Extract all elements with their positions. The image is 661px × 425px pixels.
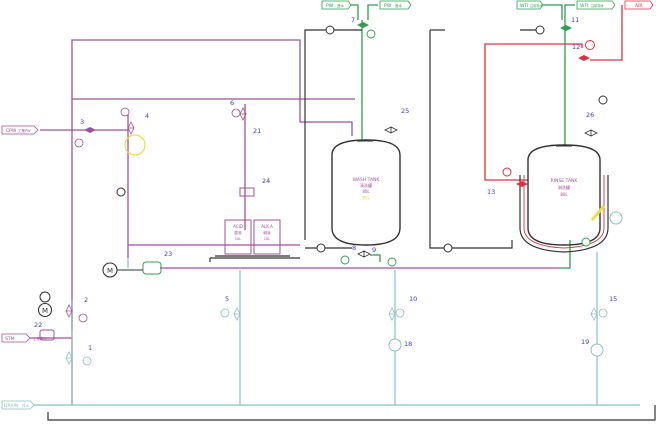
wash-tank-volume: 80L — [362, 189, 370, 194]
dark-piping — [47, 29, 656, 421]
wash-tank-name: WASH TANK — [353, 177, 381, 183]
tag-26: 26 — [586, 111, 594, 119]
steam-label: STM — [5, 336, 15, 342]
alkali-tank-volume: 10L — [264, 237, 271, 241]
tag-5: 5 — [225, 295, 229, 303]
wfi-inlet-1: WFI — [520, 3, 528, 9]
tag-2: 2 — [84, 296, 88, 304]
tag-22: 22 — [34, 321, 42, 329]
wash-tank-line4: 液位 — [362, 194, 370, 200]
tag-25: 25 — [401, 107, 409, 115]
tag-18: 18 — [404, 340, 412, 348]
tag-19: 19 — [581, 338, 589, 346]
air-inlet: AIR — [635, 3, 643, 9]
rinse-tank-volume: 80L — [560, 192, 568, 197]
motor-22 — [37, 302, 53, 318]
rinse-tank: RINSE TANK 淋洗罐 80L — [519, 144, 623, 253]
cpw-label: CPW — [6, 128, 17, 134]
tag-15: 15 — [609, 295, 617, 303]
tag-1: 1 — [88, 344, 92, 352]
acid-tank-volume: 10L — [235, 237, 242, 241]
wfi-inlet-2-sub: 注射用水 — [591, 3, 605, 8]
wash-tank-line2: 清洗罐 — [360, 182, 372, 188]
pw-inlet-2: PW — [384, 3, 392, 9]
tag-4: 4 — [145, 112, 149, 120]
tag-7: 7 — [351, 16, 355, 24]
rinse-tank-line2: 淋洗罐 — [558, 184, 570, 190]
acid-tank-name: ACID — [233, 224, 243, 229]
purple-piping — [30, 39, 560, 405]
motor-22-label: M — [42, 307, 48, 315]
tag-23: 23 — [164, 250, 172, 258]
pw-inlet-1: PW — [326, 3, 334, 9]
tag-13: 13 — [487, 188, 495, 196]
heat-exchanger — [124, 134, 146, 156]
tag-numbers: 1 2 3 4 5 6 7 8 9 10 11 12 13 15 18 19 2… — [34, 16, 617, 352]
motor-23-label: M — [107, 267, 113, 275]
wfi-inlet-2: WFI — [580, 3, 588, 9]
pw-inlet-2-sub: 進水 — [395, 3, 403, 8]
tag-10: 10 — [409, 295, 417, 303]
tag-6: 6 — [230, 99, 234, 107]
green-piping — [322, 4, 575, 269]
tag-21: 21 — [253, 127, 261, 135]
tag-3: 3 — [80, 118, 84, 126]
cpw-sub: 工業PW — [18, 128, 31, 133]
wash-tank: WASH TANK 清洗罐 80L 液位 — [331, 139, 401, 246]
inlet-tags: PW 進水 PW 進水 WFI 注射用水 WFI 注射用水 AIR CPW 工業… — [1, 0, 654, 410]
drain-label: DRAIN — [4, 403, 18, 409]
tag-12: 12 — [572, 43, 580, 51]
equipment: M M — [37, 22, 608, 366]
alkali-tank-name: ALK.A — [261, 224, 273, 229]
alkali-tank-line2: 碱液 — [263, 230, 271, 235]
tag-24: 24 — [262, 177, 270, 185]
tag-8: 8 — [352, 244, 356, 252]
pw-inlet-1-sub: 進水 — [337, 3, 345, 8]
teal-piping — [30, 252, 640, 406]
wfi-inlet-1-sub: 注射用水 — [530, 3, 544, 8]
chem-tanks: ACID 酸液 10L ALK.A 碱液 10L — [215, 187, 290, 257]
red-piping — [484, 5, 623, 181]
tag-11: 11 — [571, 16, 579, 24]
tag-9: 9 — [372, 246, 376, 254]
drain-sub: 排水 — [22, 403, 29, 408]
acid-tank-line2: 酸液 — [234, 230, 242, 235]
rinse-tank-name: RINSE TANK — [551, 178, 579, 184]
